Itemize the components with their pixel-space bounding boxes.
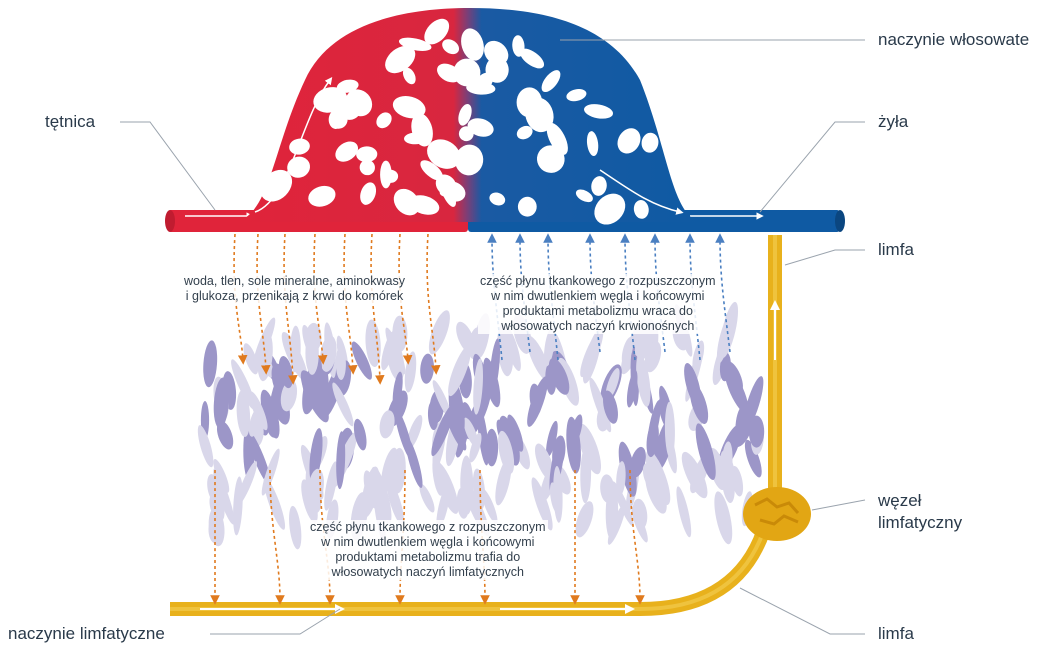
capillary-mesh-gap [517, 87, 543, 117]
tissue-cell [485, 429, 498, 467]
lymph-top-label: limfa [878, 239, 914, 261]
lymph-node-label: węzeł limfatyczny [878, 490, 962, 534]
tissue-cell [260, 476, 289, 532]
return-blood-note-line: włosowatych naczyń krwionośnych [480, 319, 716, 334]
return-lymph-note: część płynu tkankowego z rozpuszczonym w… [308, 520, 548, 580]
tissue-cell [305, 331, 318, 375]
lymph-node-label-line1: węzeł [878, 490, 962, 512]
return-blood-note-line: produktami metabolizmu wraca do [480, 304, 716, 319]
tissue-cell [523, 374, 552, 428]
tissue-cell [425, 308, 455, 357]
capillary-label: naczynie włosowate [878, 29, 1029, 51]
return-blood-note: część płynu tkankowego z rozpuszczonym w… [478, 274, 718, 334]
outflow-note-line: woda, tlen, sole mineralne, aminokwasy [184, 274, 405, 289]
lymph-node [743, 487, 811, 541]
return-lymph-note-line: produktami metabolizmu trafia do [310, 550, 546, 565]
tissue-cell [287, 505, 303, 550]
artery-label: tętnica [45, 111, 95, 133]
outflow-note-line: i glukoza, przenikają z krwi do komórek [184, 289, 405, 304]
return-lymph-note-line: w nim dwutlenkiem węgla i końcowymi [310, 535, 546, 550]
lymph-node-label-line2: limfatyczny [878, 512, 962, 534]
tissue-cell [335, 431, 346, 489]
return-blood-note-line: w nim dwutlenkiem węgla i końcowymi [480, 289, 716, 304]
tissue-cell [673, 485, 694, 538]
vein-label: żyła [878, 111, 908, 133]
return-lymph-note-line: część płynu tkankowego z rozpuszczonym [310, 520, 546, 535]
tissue-cell [749, 416, 764, 448]
return-blood-note-line: część płynu tkankowego z rozpuszczonym [480, 274, 716, 289]
capillary-mesh-gap [383, 170, 398, 183]
capillary-bed [235, 8, 700, 231]
lymph-vessel-label: naczynie limfatyczne [8, 623, 165, 645]
lymph-bottom-label: limfa [878, 623, 914, 645]
return-lymph-note-line: włosowatych naczyń limfatycznych [310, 565, 546, 580]
tissue-cell [580, 446, 592, 504]
tissue-cell [419, 353, 435, 384]
outflow-note: woda, tlen, sole mineralne, aminokwasy i… [182, 274, 407, 304]
